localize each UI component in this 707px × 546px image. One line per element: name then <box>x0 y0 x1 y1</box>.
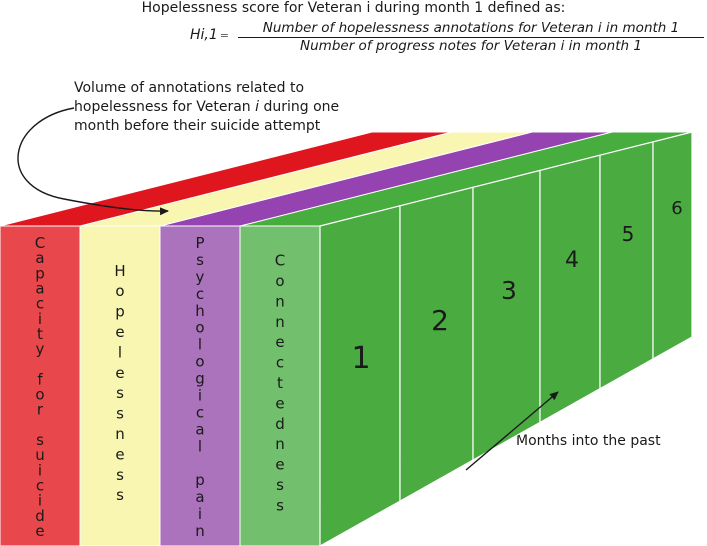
layer-face <box>239 225 321 546</box>
month-number: 3 <box>501 276 517 305</box>
annotation-curved-arrow <box>17 107 169 216</box>
annotation-lead: Volume of annotations related to hopeles… <box>74 80 305 115</box>
formula-fraction-bar <box>238 37 704 38</box>
month-face <box>652 131 693 360</box>
month-number: 1 <box>351 341 370 376</box>
layer-face <box>0 225 81 546</box>
layer-top-strips <box>0 131 693 227</box>
formula-denominator: Number of progress notes for Veteran i i… <box>300 38 642 54</box>
months-into-past-arrow <box>465 391 559 471</box>
layer-face <box>159 225 241 546</box>
arrows <box>17 107 559 471</box>
month-side-faces: 1 2 3 4 5 6 <box>319 131 693 546</box>
layer-face <box>79 225 161 546</box>
month-number: 6 <box>671 198 682 219</box>
month-number: 5 <box>622 222 635 246</box>
formula-lhs: Hi,1= <box>190 27 229 43</box>
formula-equals: = <box>219 29 229 42</box>
annotation-tail: during one month before their suicide at… <box>74 99 340 134</box>
month-number: 4 <box>565 248 579 273</box>
annotation-text: Volume of annotations related to hopeles… <box>74 79 374 136</box>
month-face <box>599 141 654 390</box>
formula-lhs-term: Hi,1 <box>190 27 218 43</box>
formula-title: Hopelessness score for Veteran i during … <box>141 0 566 16</box>
months-into-past-label: Months into the past <box>516 433 661 449</box>
formula-numerator: Number of hopelessness annotations for V… <box>262 20 680 36</box>
month-face <box>399 186 474 503</box>
month-face <box>539 154 601 424</box>
month-number: 2 <box>431 304 449 337</box>
annotation-variable: i <box>255 99 260 115</box>
